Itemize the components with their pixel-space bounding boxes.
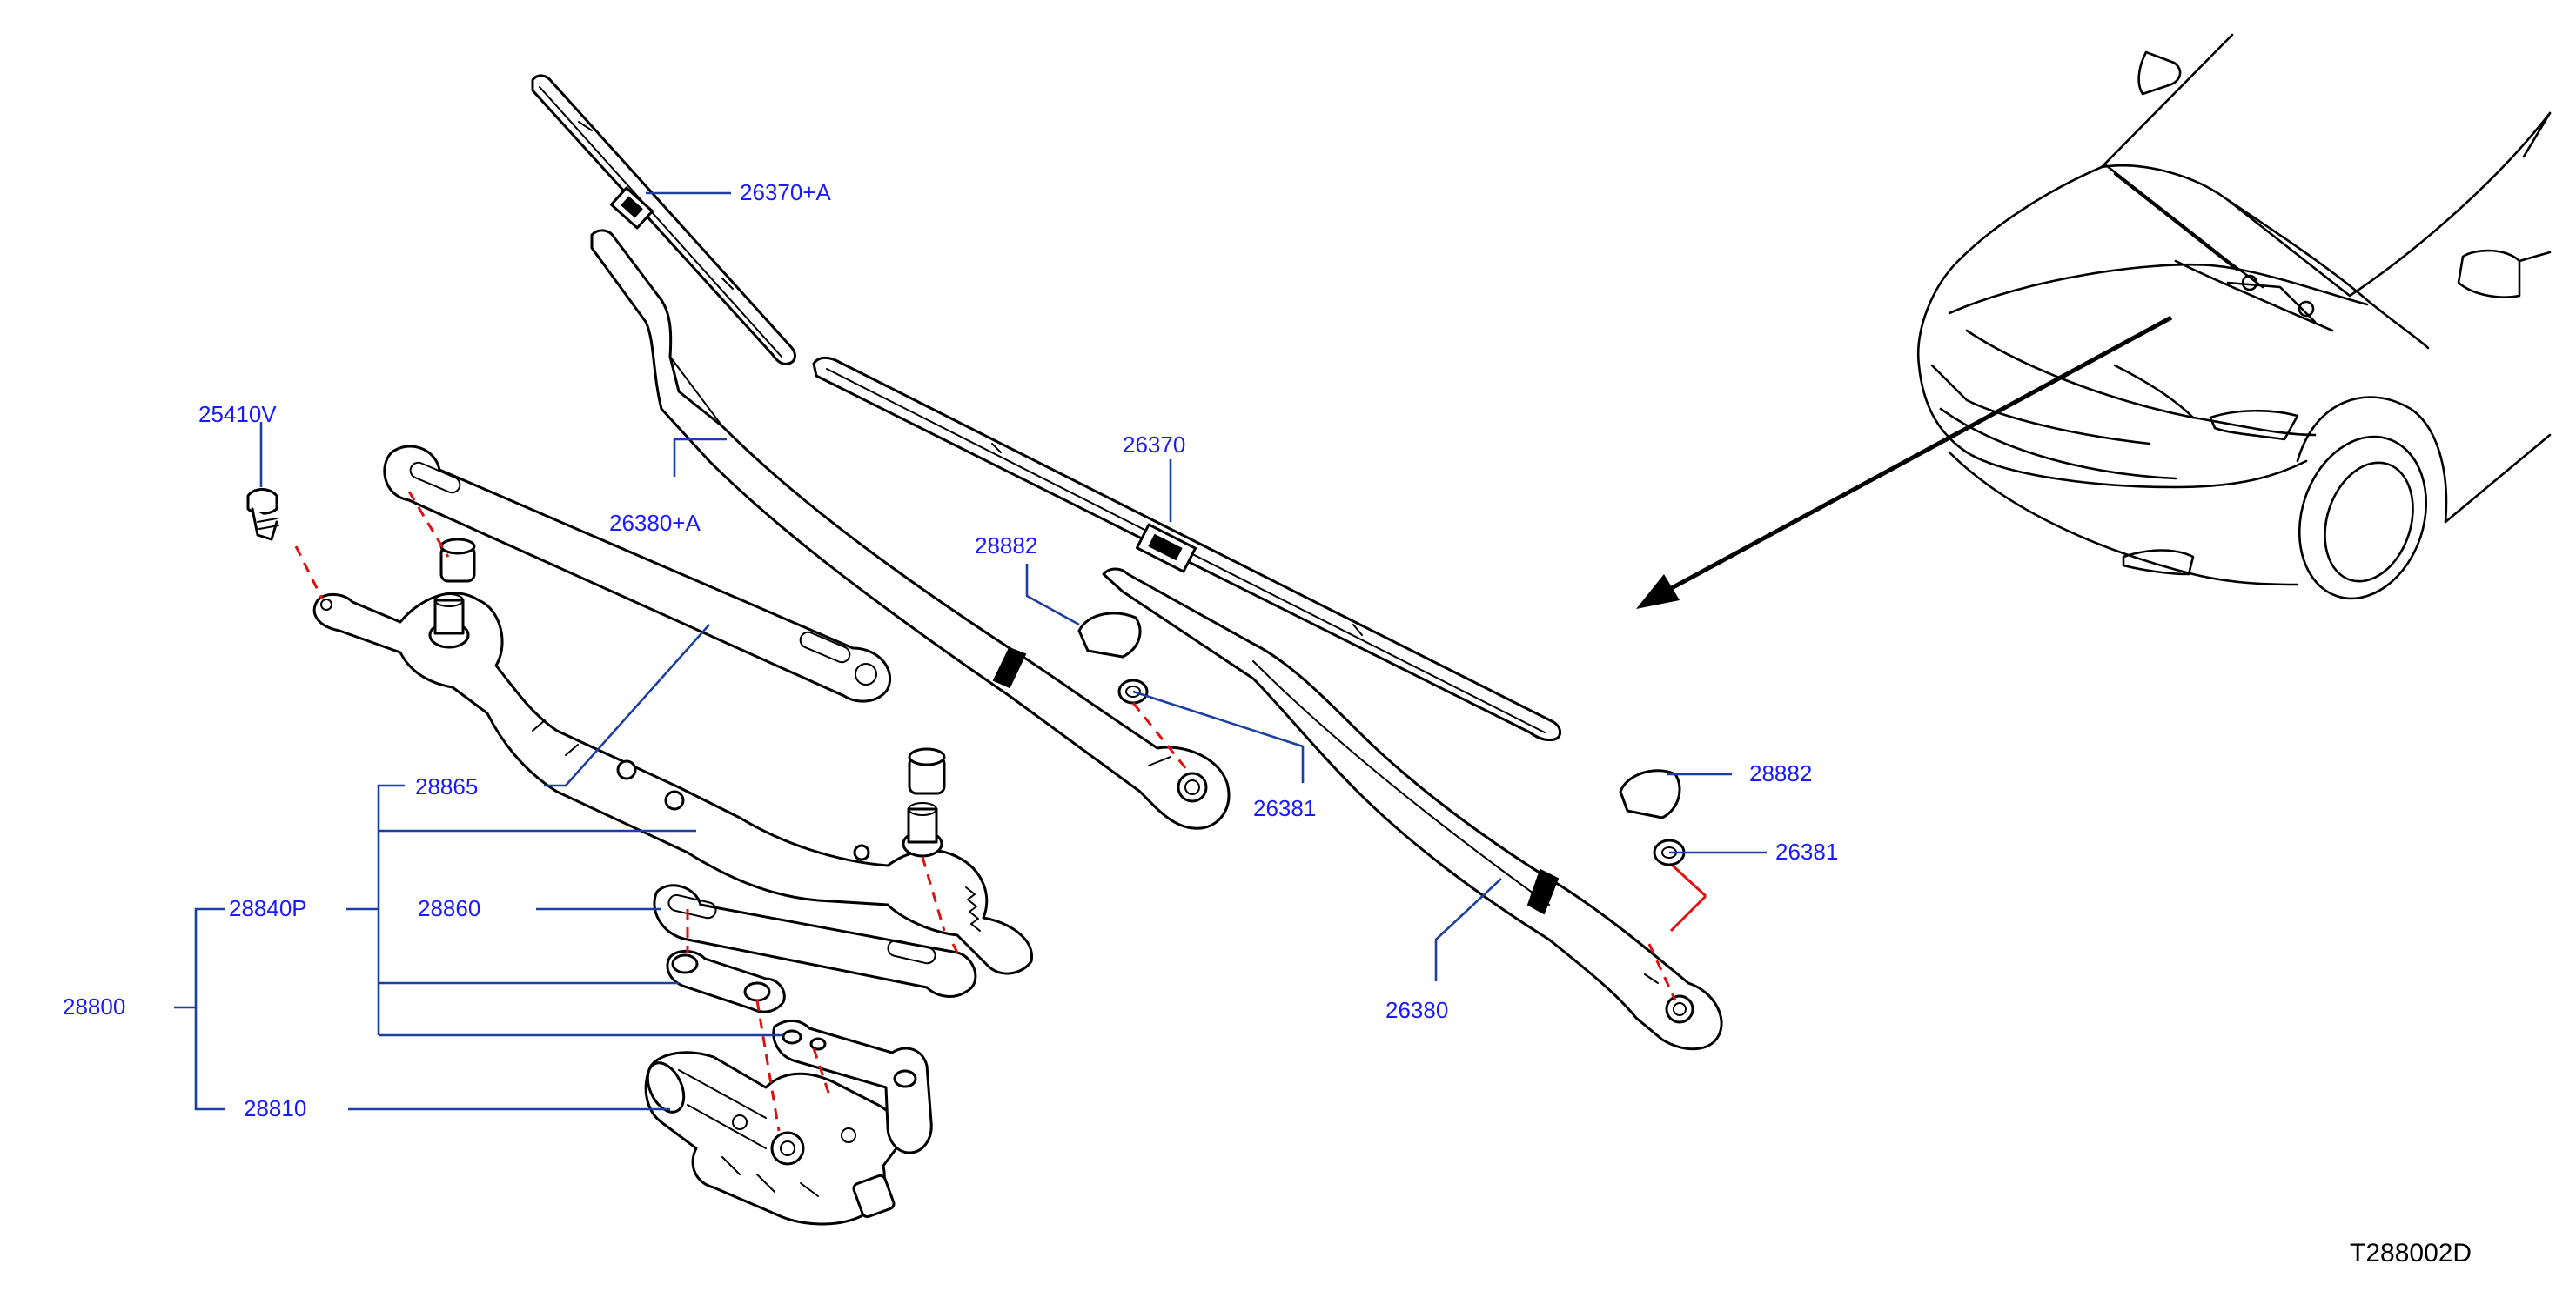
- wiper-arm-passenger: [590, 229, 1231, 830]
- callout-26370: 26370: [1123, 431, 1185, 458]
- wiper-arm-driver: [1102, 567, 1723, 1051]
- wiper-frame-pivot-assembly: [312, 538, 1033, 975]
- drive-link-rod-upper: [383, 445, 892, 703]
- vehicle-location-inset: [1636, 33, 2552, 609]
- callout-26380A: 26380+A: [609, 510, 701, 536]
- cap-28882-right: [1619, 769, 1681, 819]
- callout-28865: 28865: [415, 773, 478, 799]
- callout-26370A: 26370+A: [740, 179, 831, 205]
- callout-26381-left: 26381: [1253, 795, 1316, 821]
- diagram-reference-code: T288002D: [2350, 1239, 2472, 1268]
- wiper-blade-driver: [812, 356, 1562, 741]
- callout-28882-left: 28882: [975, 532, 1037, 559]
- leader-lines: [174, 191, 1767, 1111]
- callout-28840P: 28840P: [229, 895, 307, 921]
- crank-arm: [666, 950, 786, 1013]
- callout-28800: 28800: [63, 993, 125, 1020]
- bolt-25410V: [246, 488, 279, 541]
- callout-28810: 28810: [244, 1095, 306, 1121]
- wiper-blade-passenger: [531, 74, 796, 365]
- wiper-motor: [644, 1051, 902, 1226]
- location-arrow-icon: [1636, 574, 1680, 609]
- cap-28882-left: [1077, 612, 1142, 659]
- callout-labels: 26370+A 25410V 26380+A 26370 28882 26381…: [63, 179, 2472, 1268]
- motor-bracket: [772, 1020, 933, 1154]
- drive-link-rod-lower: [653, 884, 977, 998]
- callout-26380: 26380: [1385, 997, 1448, 1023]
- callout-28882-right: 28882: [1749, 760, 1812, 786]
- callout-25410V: 25410V: [198, 401, 277, 427]
- alignment-lines: [294, 491, 1707, 1132]
- callout-28860: 28860: [418, 895, 480, 921]
- callout-26381-right: 26381: [1775, 839, 1838, 865]
